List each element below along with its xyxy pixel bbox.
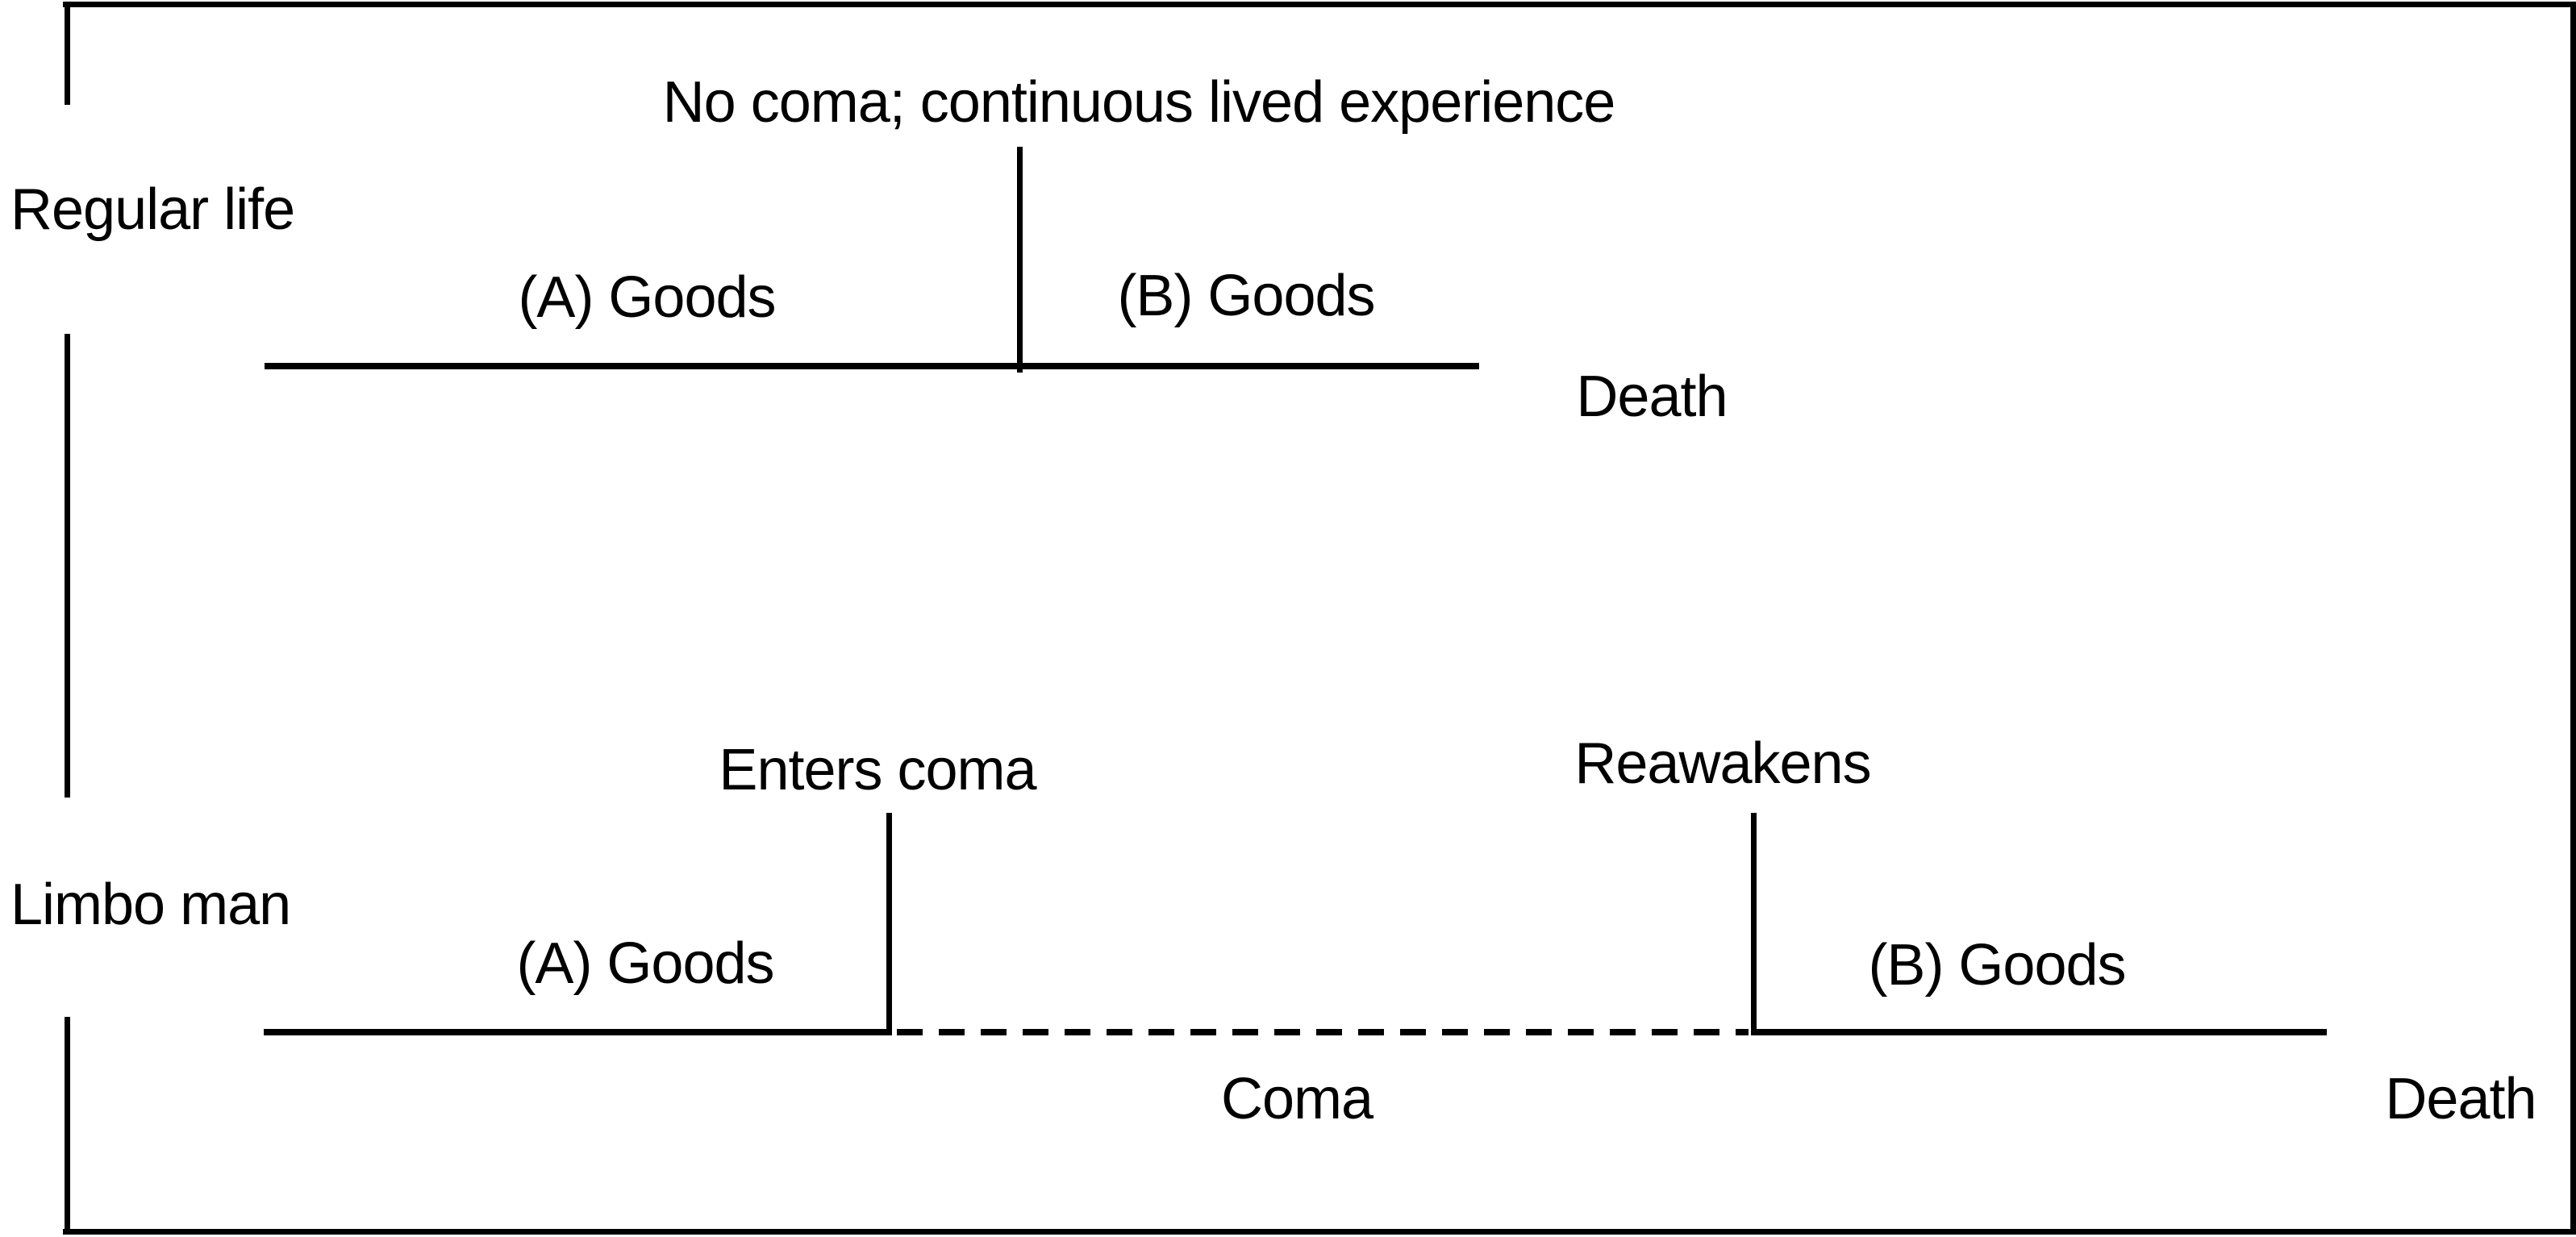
frame-left-border-segment-middle bbox=[65, 334, 70, 798]
regular-life-timeline bbox=[265, 363, 1479, 369]
enters-coma-tick bbox=[886, 813, 892, 1035]
limbo-man-timeline-goods-b-segment bbox=[1757, 1029, 2327, 1035]
frame-bottom-border bbox=[63, 1229, 2576, 1235]
no-coma-annotation: No coma; continuous lived experience bbox=[662, 70, 1616, 135]
limbo-man-goods-a-label: (A) Goods bbox=[516, 931, 774, 996]
regular-life-midpoint-tick bbox=[1017, 147, 1023, 373]
limbo-man-goods-b-label: (B) Goods bbox=[1868, 933, 2126, 998]
limbo-man-timeline-coma-dashed-segment bbox=[897, 1029, 1749, 1035]
regular-life-row-label: Regular life bbox=[10, 177, 295, 242]
regular-life-goods-b-label: (B) Goods bbox=[1117, 264, 1375, 328]
reawakens-label: Reawakens bbox=[1574, 731, 1871, 796]
limbo-man-death-label: Death bbox=[2385, 1067, 2536, 1131]
limbo-man-timeline-goods-a-segment bbox=[264, 1029, 888, 1035]
enters-coma-label: Enters coma bbox=[719, 738, 1036, 802]
frame-left-border-segment-top bbox=[65, 2, 70, 105]
regular-life-goods-a-label: (A) Goods bbox=[518, 265, 776, 330]
frame-top-border bbox=[63, 2, 2576, 7]
frame-left-border-segment-bottom bbox=[65, 1017, 70, 1235]
reawakens-tick bbox=[1751, 813, 1757, 1035]
frame-right-border bbox=[2570, 2, 2576, 1235]
limbo-man-row-label: Limbo man bbox=[10, 873, 291, 937]
regular-life-death-label: Death bbox=[1576, 364, 1728, 429]
coma-label: Coma bbox=[1220, 1067, 1373, 1131]
